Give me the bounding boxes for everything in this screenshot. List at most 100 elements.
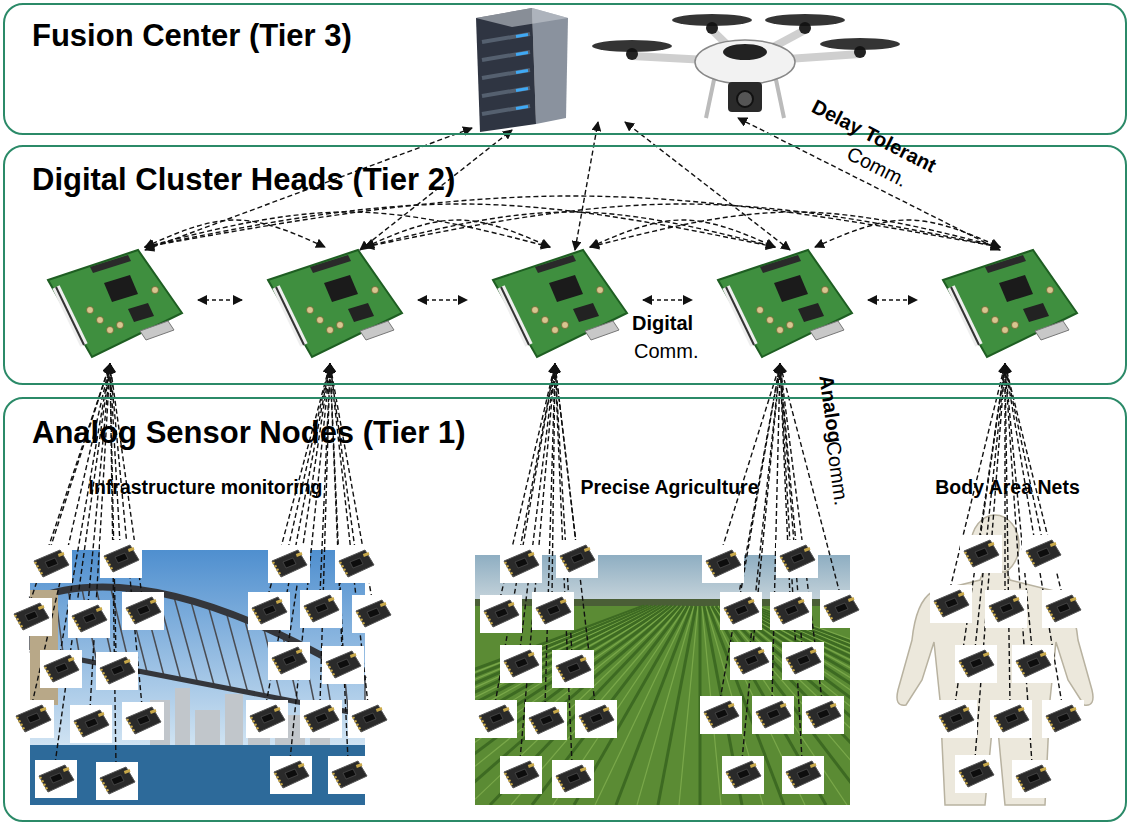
- sensor-pins: [775, 609, 783, 623]
- memory-slot: [951, 287, 979, 345]
- sensor-antenna: [128, 547, 135, 552]
- sensor-chip: [50, 773, 63, 783]
- sensor-chip: [1005, 713, 1018, 723]
- sensor-pins: [45, 667, 53, 681]
- sensor-background: [12, 700, 54, 738]
- drone-top-panel: [723, 44, 767, 60]
- sensor-node: [352, 595, 394, 633]
- sensor-node: [575, 700, 617, 738]
- crop-row: [616, 606, 692, 805]
- sensor-background: [500, 545, 542, 583]
- sensor-chip: [27, 713, 40, 723]
- server-top: [476, 8, 568, 27]
- server-side: [532, 8, 568, 124]
- sensor-pins: [965, 552, 973, 566]
- sensor-pins: [505, 562, 513, 576]
- sensor-chip: [571, 553, 584, 563]
- sensor-chip: [83, 613, 96, 623]
- sensor-board: [1046, 705, 1081, 732]
- sensor-antenna: [274, 707, 281, 712]
- bridge-photo: [30, 550, 365, 805]
- sensor-board: [479, 705, 514, 732]
- drone-camera-lens: [737, 91, 753, 107]
- sensor-antenna: [98, 712, 105, 717]
- sensor-board: [352, 705, 387, 732]
- city-building: [195, 710, 220, 745]
- sensor-board: [529, 707, 564, 734]
- sensor-pins: [1017, 777, 1025, 791]
- sensor-board: [1046, 595, 1081, 622]
- sensor-chip: [737, 769, 750, 779]
- sensor-chip: [490, 713, 503, 723]
- sensor-board: [939, 705, 974, 732]
- sensor-background: [122, 702, 164, 740]
- sensor-antenna: [798, 599, 805, 604]
- sensor-background: [802, 696, 844, 734]
- sensor-node: [532, 592, 574, 630]
- sensor-node: [68, 600, 110, 638]
- sensor-board: [1016, 765, 1051, 792]
- sensor-antenna: [804, 547, 811, 552]
- drone-icon: [592, 14, 900, 118]
- sensor-chip: [797, 655, 810, 665]
- crop-row-light: [637, 606, 694, 805]
- sensor-board: [556, 655, 591, 682]
- sensor-pins: [705, 713, 713, 727]
- sensor-node: [248, 592, 290, 630]
- sensor-antenna: [780, 703, 787, 708]
- link-label: Comm.: [823, 440, 852, 507]
- sensor-antenna: [63, 767, 70, 772]
- sensor-node: [10, 598, 52, 636]
- sensor-node: [776, 540, 818, 578]
- sensor-board: [786, 647, 821, 674]
- tier-band: Analog Sensor Nodes (Tier 1)Infrastructu…: [3, 397, 1127, 822]
- sensor-antenna: [584, 547, 591, 552]
- sensor-node: [35, 760, 77, 798]
- water: [30, 745, 365, 805]
- sensor-chip: [767, 709, 780, 719]
- sensor-antenna: [363, 552, 370, 557]
- component: [337, 322, 344, 329]
- sensor-board: [100, 657, 135, 684]
- sensor-board: [339, 550, 374, 577]
- drone-rotor: [672, 14, 752, 26]
- sensor-pins: [275, 773, 283, 787]
- sensor-pins: [340, 562, 348, 576]
- digital-neighbour-link: [418, 299, 467, 300]
- sensor-antenna: [350, 653, 357, 658]
- sensor-node: [475, 700, 517, 738]
- sensor-pins: [995, 717, 1003, 731]
- sensor-pins: [935, 602, 943, 616]
- crop-row: [658, 606, 696, 805]
- server-led: [516, 107, 528, 109]
- sensor-chip: [797, 769, 810, 779]
- farm-photo: [112, 555, 1130, 805]
- crop-row-light: [475, 606, 674, 805]
- sensor-pins: [561, 557, 569, 571]
- digital-arc: [145, 220, 325, 247]
- cluster-head-board: [718, 250, 852, 357]
- sensor-background: [335, 545, 377, 583]
- sensor-chip: [363, 713, 376, 723]
- connector: [360, 321, 394, 340]
- component: [372, 287, 379, 294]
- sensor-antenna: [296, 552, 303, 557]
- sensor-board: [556, 765, 591, 792]
- sensor-board: [304, 595, 339, 622]
- area-label: Infrastructure monitoring: [6, 476, 406, 499]
- sensor-pins: [327, 663, 335, 677]
- sensor-board: [536, 597, 571, 624]
- sensor-antenna: [1018, 707, 1025, 712]
- sensor-node: [782, 756, 824, 794]
- sensor-node: [268, 642, 310, 680]
- sensor-node: [1022, 535, 1064, 573]
- sensor-background: [955, 645, 997, 683]
- component: [97, 317, 104, 324]
- sensor-antenna: [124, 659, 131, 664]
- sensor-pins: [787, 659, 795, 673]
- sensor-background: [300, 590, 342, 628]
- sensor-node: [782, 642, 824, 680]
- sensor-background: [720, 592, 762, 630]
- sensor-background: [328, 756, 370, 794]
